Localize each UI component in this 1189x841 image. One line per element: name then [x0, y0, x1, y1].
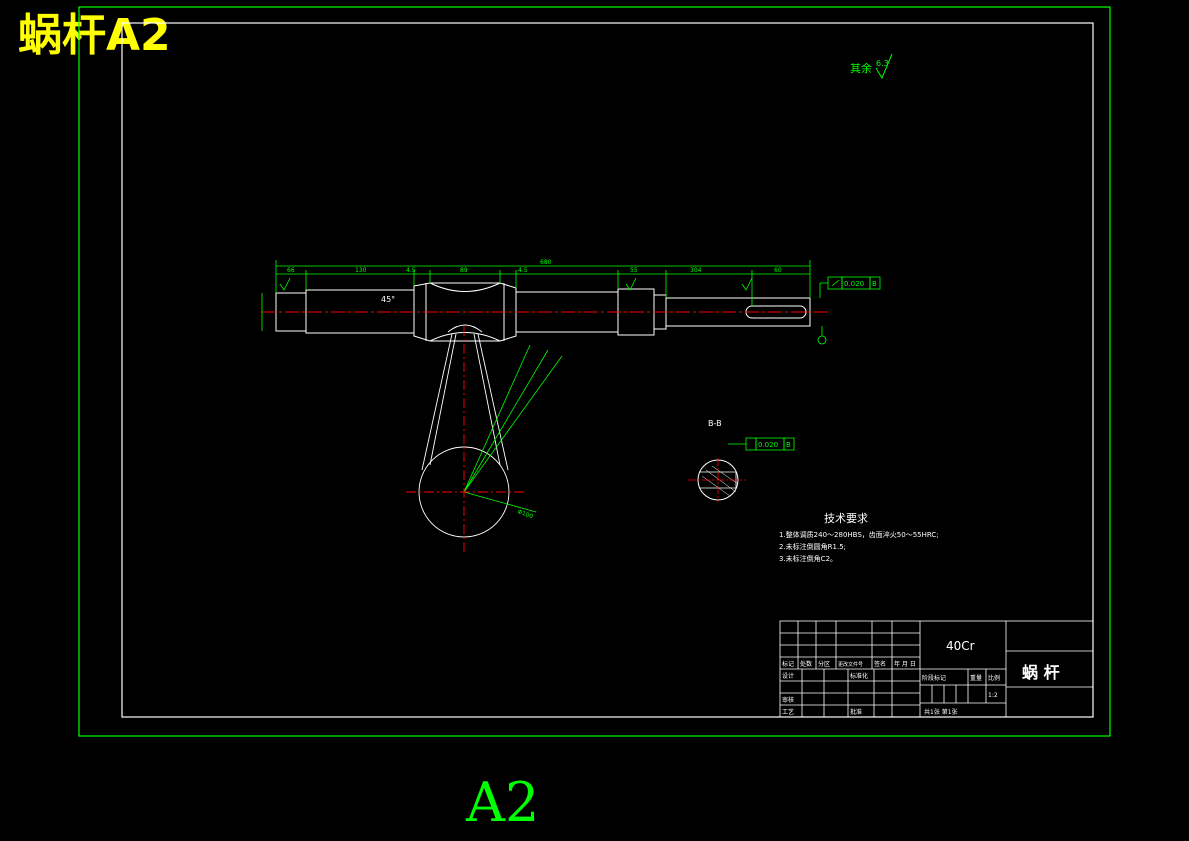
dim-seg-3: 4.5 — [406, 267, 416, 274]
tb-stage-label: 阶段标记 — [922, 674, 946, 682]
svg-text:0.020: 0.020 — [844, 280, 864, 288]
svg-text:0.020: 0.020 — [758, 441, 778, 449]
tb-row-label-5: 签名 — [874, 660, 886, 668]
tolerance-frame-section: 0.020 B — [728, 437, 795, 451]
svg-text:6.3: 6.3 — [876, 59, 889, 68]
section-label: B-B — [708, 419, 722, 428]
dim-overall: 680 — [540, 259, 552, 266]
detail-dims — [463, 344, 563, 513]
roughness-marks — [279, 277, 753, 291]
tb-sheet-info: 共1张 第1张 — [924, 708, 958, 716]
dimension-chain — [261, 260, 811, 331]
tb-scale: 1:2 — [988, 692, 998, 699]
tb-approve: 批准 — [850, 708, 862, 716]
tb-review: 审核 — [782, 696, 794, 704]
svg-text:B: B — [786, 441, 791, 449]
sheet-size-label: A2 — [466, 771, 540, 834]
angle-label: 45° — [381, 295, 395, 304]
tb-part-name: 蜗 杆 — [1022, 663, 1060, 682]
section-view — [688, 458, 746, 502]
tb-scale-label: 比例 — [988, 674, 1000, 682]
tb-row-label-3: 分区 — [818, 660, 830, 668]
dim-seg-2: 130 — [355, 267, 367, 274]
tech-line-1: 1.整体调质240～280HBS，齿面淬火50～55HRC; — [779, 530, 939, 539]
datum-mark — [817, 326, 827, 345]
tb-row-label-6: 年 月 日 — [894, 660, 916, 668]
tb-weight-label: 重量 — [970, 674, 982, 682]
title-block — [779, 620, 1094, 718]
sheet-title: 蜗杆A2 — [18, 10, 171, 61]
dim-seg-6: 55 — [630, 267, 638, 274]
tb-row-label-1: 标记 — [782, 660, 794, 668]
tb-row-label-2: 处数 — [800, 660, 812, 668]
dim-seg-1: 66 — [287, 267, 295, 274]
dim-seg-7: 304 — [690, 267, 702, 274]
inner-frame — [121, 22, 1094, 718]
tb-design: 设计 — [782, 672, 794, 680]
tb-row-label-4: 更改文件号 — [838, 661, 863, 668]
tb-standard: 标准化 — [850, 672, 868, 680]
dim-seg-5: 4.5 — [518, 267, 528, 274]
svg-text:其余: 其余 — [850, 61, 872, 75]
svg-text:B: B — [872, 280, 877, 288]
dim-seg-8: 60 — [774, 267, 782, 274]
outer-frame — [78, 6, 1111, 737]
title-block-texts: 40Cr 蜗 杆 标记 处数 分区 更改文件号 签名 年 月 日 设计 标准化 … — [782, 639, 1060, 716]
tech-line-3: 3.未标注倒角C2。 — [779, 554, 837, 563]
dim-seg-4: 89 — [460, 267, 468, 274]
tech-title: 技术要求 — [824, 512, 868, 525]
tech-line-2: 2.未标注倒圆角R1.5; — [779, 542, 846, 551]
tb-process: 工艺 — [782, 708, 794, 716]
dimension-texts: 680 66 130 4.5 89 4.5 55 304 60 — [287, 259, 782, 274]
circle-dia: Φ100 — [516, 508, 534, 520]
roughness-note: 其余 6.3 — [850, 53, 893, 80]
tolerance-frame-main: 0.020 B — [819, 276, 881, 298]
detail-centerlines — [406, 326, 524, 552]
tb-material: 40Cr — [946, 639, 975, 653]
